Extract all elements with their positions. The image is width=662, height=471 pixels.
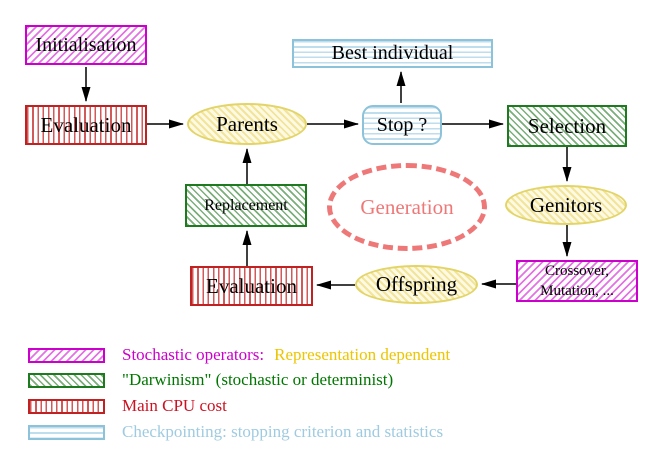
node-replacement: Replacement [185, 184, 307, 227]
legend-row-darwinism: "Darwinism" (stochastic or determinist) [28, 370, 394, 389]
node-genitors: Genitors [505, 185, 627, 225]
node-crossover-mutation: Crossover, Mutation, ... [516, 260, 638, 302]
cyan-stripes-swatch [28, 424, 105, 440]
magenta-hatch-swatch [28, 347, 105, 363]
node-stop: Stop ? [362, 105, 442, 145]
legend-row-checkpointing: Checkpointing: stopping criterion and st… [28, 422, 444, 441]
legend-label-checkpointing: Checkpointing: stopping criterion and st… [122, 422, 444, 441]
legend-label-cpu: Main CPU cost [122, 396, 227, 415]
legend-row-cpu: Main CPU cost [28, 396, 227, 415]
red-stripes-swatch [28, 398, 105, 414]
legend-label-representation: Representation dependent [274, 345, 451, 364]
generation-loop-ellipse: Generation [327, 163, 487, 251]
node-initialisation: Initialisation [25, 25, 147, 65]
node-evaluation-bottom: Evaluation [190, 266, 313, 306]
legend-label-darwinism: "Darwinism" (stochastic or determinist) [122, 370, 394, 389]
node-selection: Selection [507, 105, 627, 147]
legend-label-stochastic: Stochastic operators: [122, 345, 265, 364]
legend-row-stochastic: Stochastic operators: Representation dep… [28, 345, 451, 364]
node-evaluation-top: Evaluation [25, 105, 147, 145]
node-parents: Parents [187, 103, 307, 145]
green-hatch-swatch [28, 372, 105, 388]
node-best-individual: Best individual [292, 39, 493, 68]
node-offspring: Offspring [355, 265, 478, 304]
crossover-line2: Mutation, ... [540, 283, 614, 299]
crossover-line1: Crossover, [545, 262, 609, 279]
